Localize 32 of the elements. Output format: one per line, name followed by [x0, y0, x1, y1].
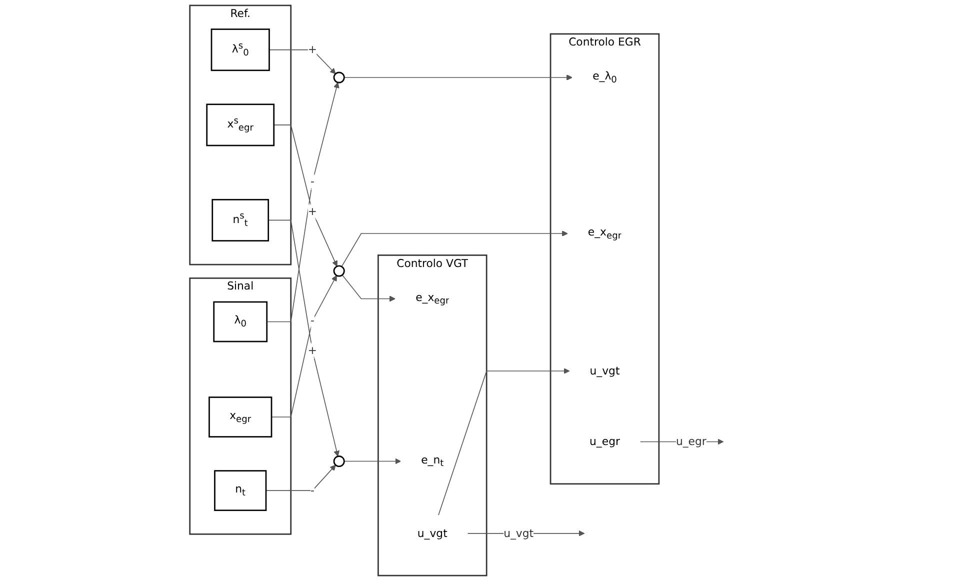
edge-label: -: [310, 484, 314, 497]
node-circle: [333, 265, 345, 277]
node-circle: [333, 456, 345, 468]
arrow: [268, 220, 340, 457]
node-text: e_x$_{egr}$: [416, 290, 450, 306]
edge-label: +: [308, 344, 317, 357]
arrow: [271, 275, 337, 418]
node-text: u_vgt: [417, 526, 448, 540]
arrow: [266, 464, 336, 491]
arrow: [341, 230, 568, 267]
arrow: [273, 124, 338, 267]
arrow: [268, 49, 336, 74]
edge-label: +: [308, 43, 317, 56]
node-text: e_λ$_{0}$: [592, 69, 617, 86]
edge-label: -: [310, 314, 314, 327]
arrow: [438, 368, 570, 516]
node-text: u_egr: [590, 434, 620, 448]
edge-label: u_vgt: [504, 526, 534, 540]
arrow: [344, 458, 401, 464]
node-text: e_x$_{egr}$: [588, 225, 622, 242]
arrow: [344, 74, 572, 80]
arrow: [266, 82, 340, 322]
edge-label: -: [310, 174, 314, 188]
node-box: x$_{egr}$: [208, 396, 272, 438]
node-box: n$_{t}$: [214, 470, 267, 512]
arrow: [342, 274, 396, 302]
node-text: u_vgt: [590, 364, 620, 378]
edge-label: +: [308, 204, 317, 218]
node-box: λ$_{0}$: [213, 301, 268, 342]
edge-label: u_egr: [676, 434, 706, 448]
node-circle: [333, 72, 345, 84]
node-text: e_n$_{t}$: [421, 453, 444, 469]
